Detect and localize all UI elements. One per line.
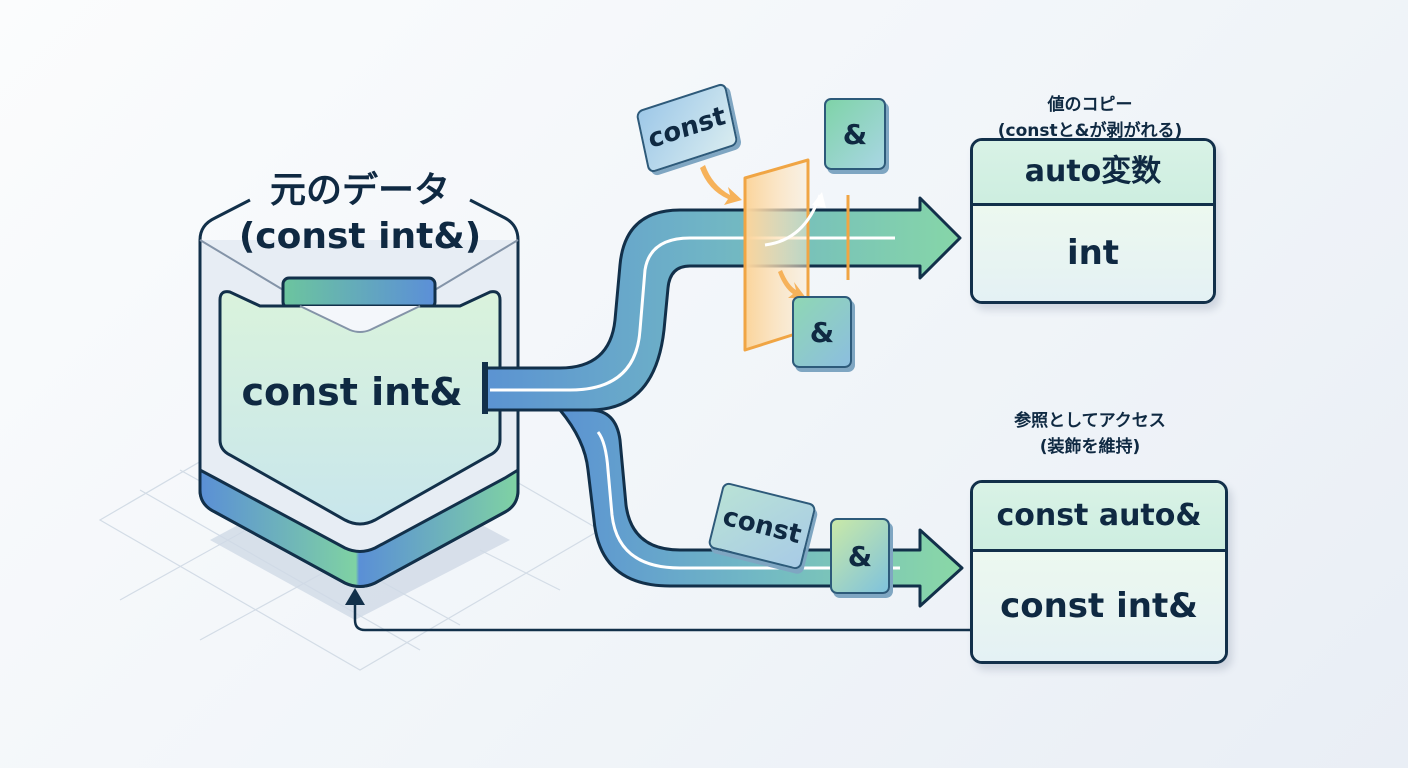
copy-result-header: auto変数 (973, 141, 1213, 206)
source-title-line1: 元のデータ (269, 170, 450, 211)
source-title-line2: (const int&) (238, 216, 482, 257)
return-arrow (345, 588, 970, 632)
reference-caption-line1: 参照としてアクセス (1014, 411, 1166, 431)
copy-caption-line1: 値のコピー (1047, 95, 1133, 115)
copy-result-box: auto変数 int (970, 138, 1216, 304)
ampersand-token-stripped: & (824, 98, 886, 170)
container-inner-panel (218, 290, 502, 526)
container-lid (281, 276, 437, 310)
source-container (198, 198, 520, 588)
copy-result-type: int (973, 206, 1213, 301)
reference-result-header: const auto& (973, 483, 1225, 552)
copy-caption: 値のコピー (constと&が剥がれる) (950, 92, 1230, 144)
copy-path-pipe (483, 196, 962, 412)
source-title: 元のデータ (const int&) (180, 168, 540, 260)
reference-caption: 参照としてアクセス (装飾を維持) (950, 408, 1230, 460)
ampersand-token-kept: & (830, 518, 890, 594)
reference-caption-line2: (装飾を維持) (1039, 437, 1141, 457)
ampersand-token-dropped: & (792, 296, 852, 368)
reference-result-box: const auto& const int& (970, 480, 1228, 664)
copy-caption-line2: (constと&が剥がれる) (997, 121, 1183, 141)
strip-arrows (700, 165, 806, 298)
source-type-label: const int& (241, 370, 463, 414)
reference-result-type: const int& (973, 552, 1225, 661)
container-band (198, 467, 520, 588)
